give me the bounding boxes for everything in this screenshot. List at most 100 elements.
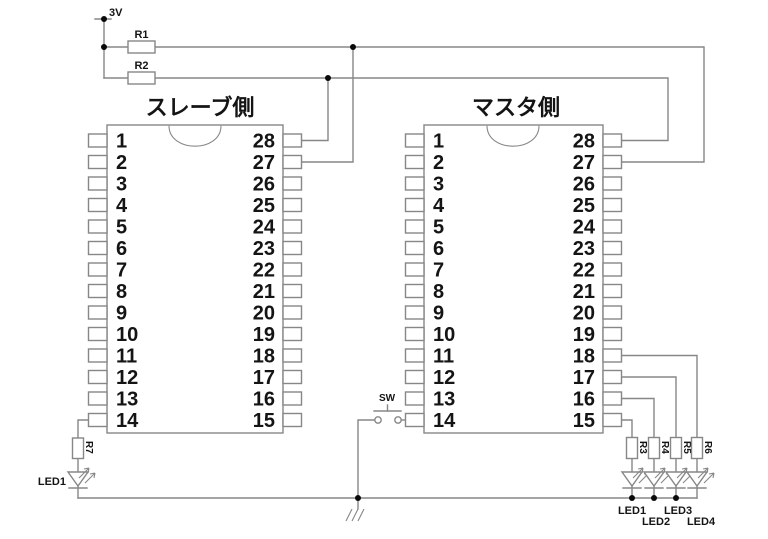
- push-switch: SW: [373, 393, 402, 424]
- resistor-r7-body: [71, 437, 85, 460]
- master-pin16-to-r4-wire: [620, 397, 655, 439]
- ic-pin-stub: [404, 369, 425, 385]
- ic-pin-stub: [282, 154, 303, 170]
- ic-pin-stub: [87, 391, 108, 406]
- ic-pin-stub: [602, 391, 623, 406]
- resistor-r2: R2: [127, 60, 156, 85]
- ic-pin-stub: [87, 240, 108, 256]
- resistor-r6: R6: [690, 436, 713, 460]
- resistor-r1-label: R1: [134, 29, 148, 41]
- pin-number: 6: [116, 238, 127, 260]
- ic-pin-stub: [404, 176, 425, 191]
- pin-number: 21: [253, 281, 275, 303]
- ic-pin-stub: [87, 219, 108, 234]
- led3-right: LED3: [664, 467, 694, 517]
- pin-number: 15: [573, 410, 595, 432]
- ic-pin-stub: [282, 391, 303, 406]
- master-pin15-to-r3-wire: [620, 419, 633, 439]
- pin-number: 13: [433, 389, 455, 411]
- switch-contact-right: [394, 416, 402, 424]
- ic-pin-stub: [404, 154, 425, 170]
- switch-label: SW: [379, 393, 396, 404]
- ic-pin-stub: [404, 197, 425, 213]
- ic-pin-stub: [602, 305, 623, 320]
- pin-number: 18: [253, 346, 275, 368]
- pin-number: 20: [253, 303, 275, 325]
- pin-number: 25: [573, 195, 595, 217]
- ic-pin-stub: [602, 326, 623, 342]
- ic-pin-stub: [602, 176, 623, 191]
- switch-to-ground-wire: [357, 419, 376, 499]
- pin-number: 23: [253, 238, 275, 260]
- resistor-r4-label: R4: [659, 441, 670, 454]
- pin-number: 12: [116, 367, 138, 389]
- pin-number: 11: [116, 346, 137, 368]
- pin-number: 14: [433, 410, 456, 432]
- master-pin17-to-r5-wire: [620, 376, 677, 439]
- r1-net-wire: [103, 46, 705, 163]
- ic-pin-stub: [602, 412, 623, 428]
- ic-pin-stub: [87, 133, 108, 148]
- slave-ic-title: スレーブ側: [146, 95, 255, 120]
- ic-pin-stub: [87, 326, 108, 342]
- pin-number: 25: [253, 195, 275, 217]
- ic-pin-stub: [282, 262, 303, 277]
- r2-net-wire: [103, 77, 669, 142]
- pin-number: 20: [573, 303, 595, 325]
- resistor-r7-label: R7: [83, 441, 94, 454]
- resistor-r7: R7: [71, 437, 94, 460]
- power-source: 3V: [109, 7, 123, 19]
- pin-number: 16: [573, 389, 595, 411]
- pin-number: 19: [573, 324, 595, 346]
- power-terminal-dot: [101, 16, 107, 22]
- ic-pin-stub: [602, 197, 623, 213]
- ic-pin-stub: [602, 262, 623, 277]
- ic-pin-stub: [282, 348, 303, 363]
- resistor-r6-label: R6: [702, 441, 713, 454]
- pin-number: 28: [573, 131, 595, 153]
- resistor-r3-body: [625, 436, 639, 460]
- pin-number: 3: [433, 174, 444, 196]
- ic-pin-stub: [282, 283, 303, 299]
- pin-number: 9: [116, 303, 127, 325]
- pin-number: 5: [116, 217, 127, 239]
- slave-ic-notch: [168, 125, 222, 147]
- slave-pin27-to-r1-wire: [300, 46, 354, 163]
- pin-number: 3: [116, 174, 127, 196]
- ic-pin-stub: [282, 369, 303, 385]
- pin-number: 1: [433, 131, 444, 153]
- pin-number: 27: [573, 152, 595, 174]
- led3-label: LED3: [664, 505, 692, 517]
- led4-right: LED4: [686, 467, 716, 528]
- ic-pin-stub: [87, 154, 108, 170]
- resistor-r5-body: [669, 436, 683, 460]
- master-pin18-to-r6-wire: [620, 354, 698, 439]
- junction-dot: [629, 495, 635, 501]
- junction-dot: [325, 75, 331, 81]
- resistor-r6-body: [690, 436, 704, 460]
- ic-pin-stub: [282, 133, 303, 148]
- ic-pin-stub: [87, 283, 108, 299]
- switch-contact-left: [374, 416, 382, 424]
- pin-number: 9: [433, 303, 444, 325]
- ic-pin-stub: [404, 262, 425, 277]
- ic-pin-stub: [87, 369, 108, 385]
- pin-number: 12: [433, 367, 455, 389]
- pin-number: 8: [116, 281, 127, 303]
- led-left-label: LED1: [38, 476, 66, 488]
- resistor-r4: R4: [647, 436, 670, 460]
- ic-pin-stub: [282, 305, 303, 320]
- pin-number: 24: [573, 217, 596, 239]
- ic-pin-stub: [404, 391, 425, 406]
- ic-pin-stub: [282, 176, 303, 191]
- pin-number: 17: [253, 367, 275, 389]
- resistor-r3-label: R3: [637, 441, 648, 454]
- pin-number: 19: [253, 324, 275, 346]
- pin-number: 10: [433, 324, 455, 346]
- slave-pin14-to-r7-wire: [77, 419, 90, 439]
- resistor-r5: R5: [669, 436, 692, 460]
- ic-pin-stub: [602, 283, 623, 299]
